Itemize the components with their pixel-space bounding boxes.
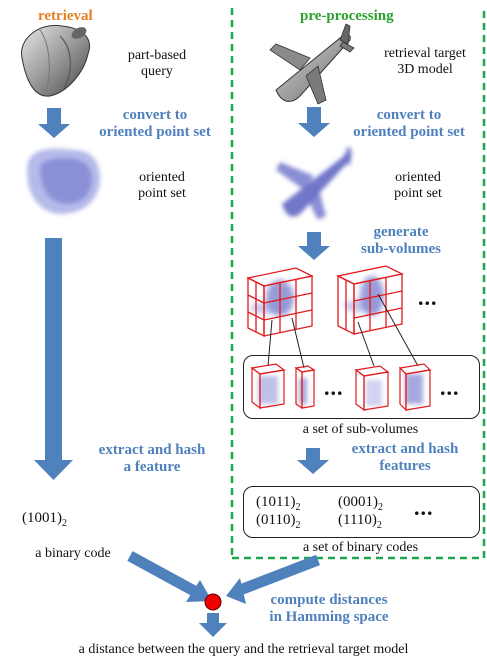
left-binary-code-value: (1001): [22, 510, 62, 526]
code-3-sub: 2: [295, 520, 301, 531]
left-extract-line2: a feature: [123, 459, 181, 475]
code-1-value: (1011): [256, 494, 296, 510]
target-label-line1: retrieval target: [384, 46, 466, 61]
codes-label: a set of binary codes: [302, 540, 419, 555]
code-2: (0001)2: [338, 492, 383, 518]
left-convert-label: convert to oriented point set: [80, 107, 230, 141]
hamming-distance-node: [204, 593, 222, 611]
arrow-right-extract: [297, 448, 329, 474]
left-point-set-icon: [27, 148, 101, 214]
right-extract-line2: features: [379, 458, 431, 474]
arrow-left-extract: [34, 238, 73, 480]
code-2-value: (0001): [338, 494, 378, 510]
subvolume-ellipsis-2: ...: [440, 375, 460, 400]
dashed-divider: [230, 8, 486, 560]
code-4-value: (1110): [338, 512, 377, 528]
subvolumes-box: [243, 355, 480, 419]
result-label: a distance between the query and the ret…: [78, 642, 409, 657]
left-convert-line1: convert to: [122, 107, 188, 123]
generate-line1: generate: [373, 224, 429, 240]
grid-ellipsis: ...: [418, 285, 438, 310]
arrow-left-convert: [38, 108, 70, 138]
part-query-model-icon: [21, 24, 90, 97]
query-label: part-based query: [112, 48, 202, 80]
left-convert-line2: oriented point set: [99, 124, 211, 140]
left-extract-label: extract and hash a feature: [82, 442, 222, 476]
binary-code-label: a binary code: [35, 546, 111, 561]
binary-codes-box: [243, 486, 480, 538]
right-convert-label: convert to oriented point set: [334, 107, 484, 141]
right-oriented-line2: point set: [394, 186, 442, 201]
right-oriented-label: oriented point set: [378, 170, 458, 202]
arrow-right-convert: [298, 107, 330, 137]
right-convert-line1: convert to: [376, 107, 442, 123]
right-extract-line1: extract and hash: [351, 441, 459, 457]
left-extract-line1: extract and hash: [98, 442, 206, 458]
query-label-line2: query: [141, 64, 173, 79]
codes-ellipsis: ...: [414, 495, 434, 520]
right-point-set-icon: [276, 146, 352, 220]
code-1-sub: 2: [295, 502, 301, 513]
code-4-sub: 2: [376, 520, 382, 531]
generate-line2: sub-volumes: [360, 241, 442, 257]
left-binary-code-sub: 2: [62, 518, 67, 529]
left-oriented-line2: point set: [138, 186, 186, 201]
code-4: (1110)2: [338, 510, 382, 536]
code-3: (0110)2: [256, 510, 300, 536]
left-oriented-line1: oriented: [139, 170, 185, 185]
compute-line2: in Hamming space: [269, 609, 389, 625]
left-oriented-label: oriented point set: [122, 170, 202, 202]
arrow-binary-code-to-node: [127, 551, 212, 602]
compute-line1: compute distances: [270, 592, 388, 608]
arrow-codes-to-node: [226, 554, 320, 604]
compute-distances-label: compute distances in Hamming space: [244, 592, 414, 626]
preprocessing-header: pre-processing: [300, 8, 394, 24]
left-binary-code: (1001)2: [22, 508, 67, 534]
subvolume-connectors: [267, 293, 419, 369]
subvolume-ellipsis-1: ...: [324, 375, 344, 400]
subvolume-grid-1: [246, 267, 314, 338]
code-2-sub: 2: [378, 502, 383, 513]
arrow-final: [199, 613, 227, 637]
right-oriented-line1: oriented: [395, 170, 441, 185]
subvolumes-label: a set of sub-volumes: [302, 422, 419, 437]
code-1: (1011)2: [256, 492, 300, 518]
subvolume-grid-2: [336, 265, 404, 336]
retrieval-header: retrieval: [38, 8, 93, 24]
right-extract-label: extract and hash features: [330, 441, 480, 475]
generate-label: generate sub-volumes: [346, 224, 456, 258]
arrow-right-generate: [298, 232, 330, 260]
code-3-value: (0110): [256, 512, 296, 528]
target-label-line2: 3D model: [397, 62, 453, 77]
target-label: retrieval target 3D model: [370, 46, 480, 78]
airplane-model-icon: [269, 23, 355, 105]
right-convert-line2: oriented point set: [353, 124, 465, 140]
subvolume-pieces: [250, 363, 432, 412]
query-label-line1: part-based: [127, 48, 187, 63]
